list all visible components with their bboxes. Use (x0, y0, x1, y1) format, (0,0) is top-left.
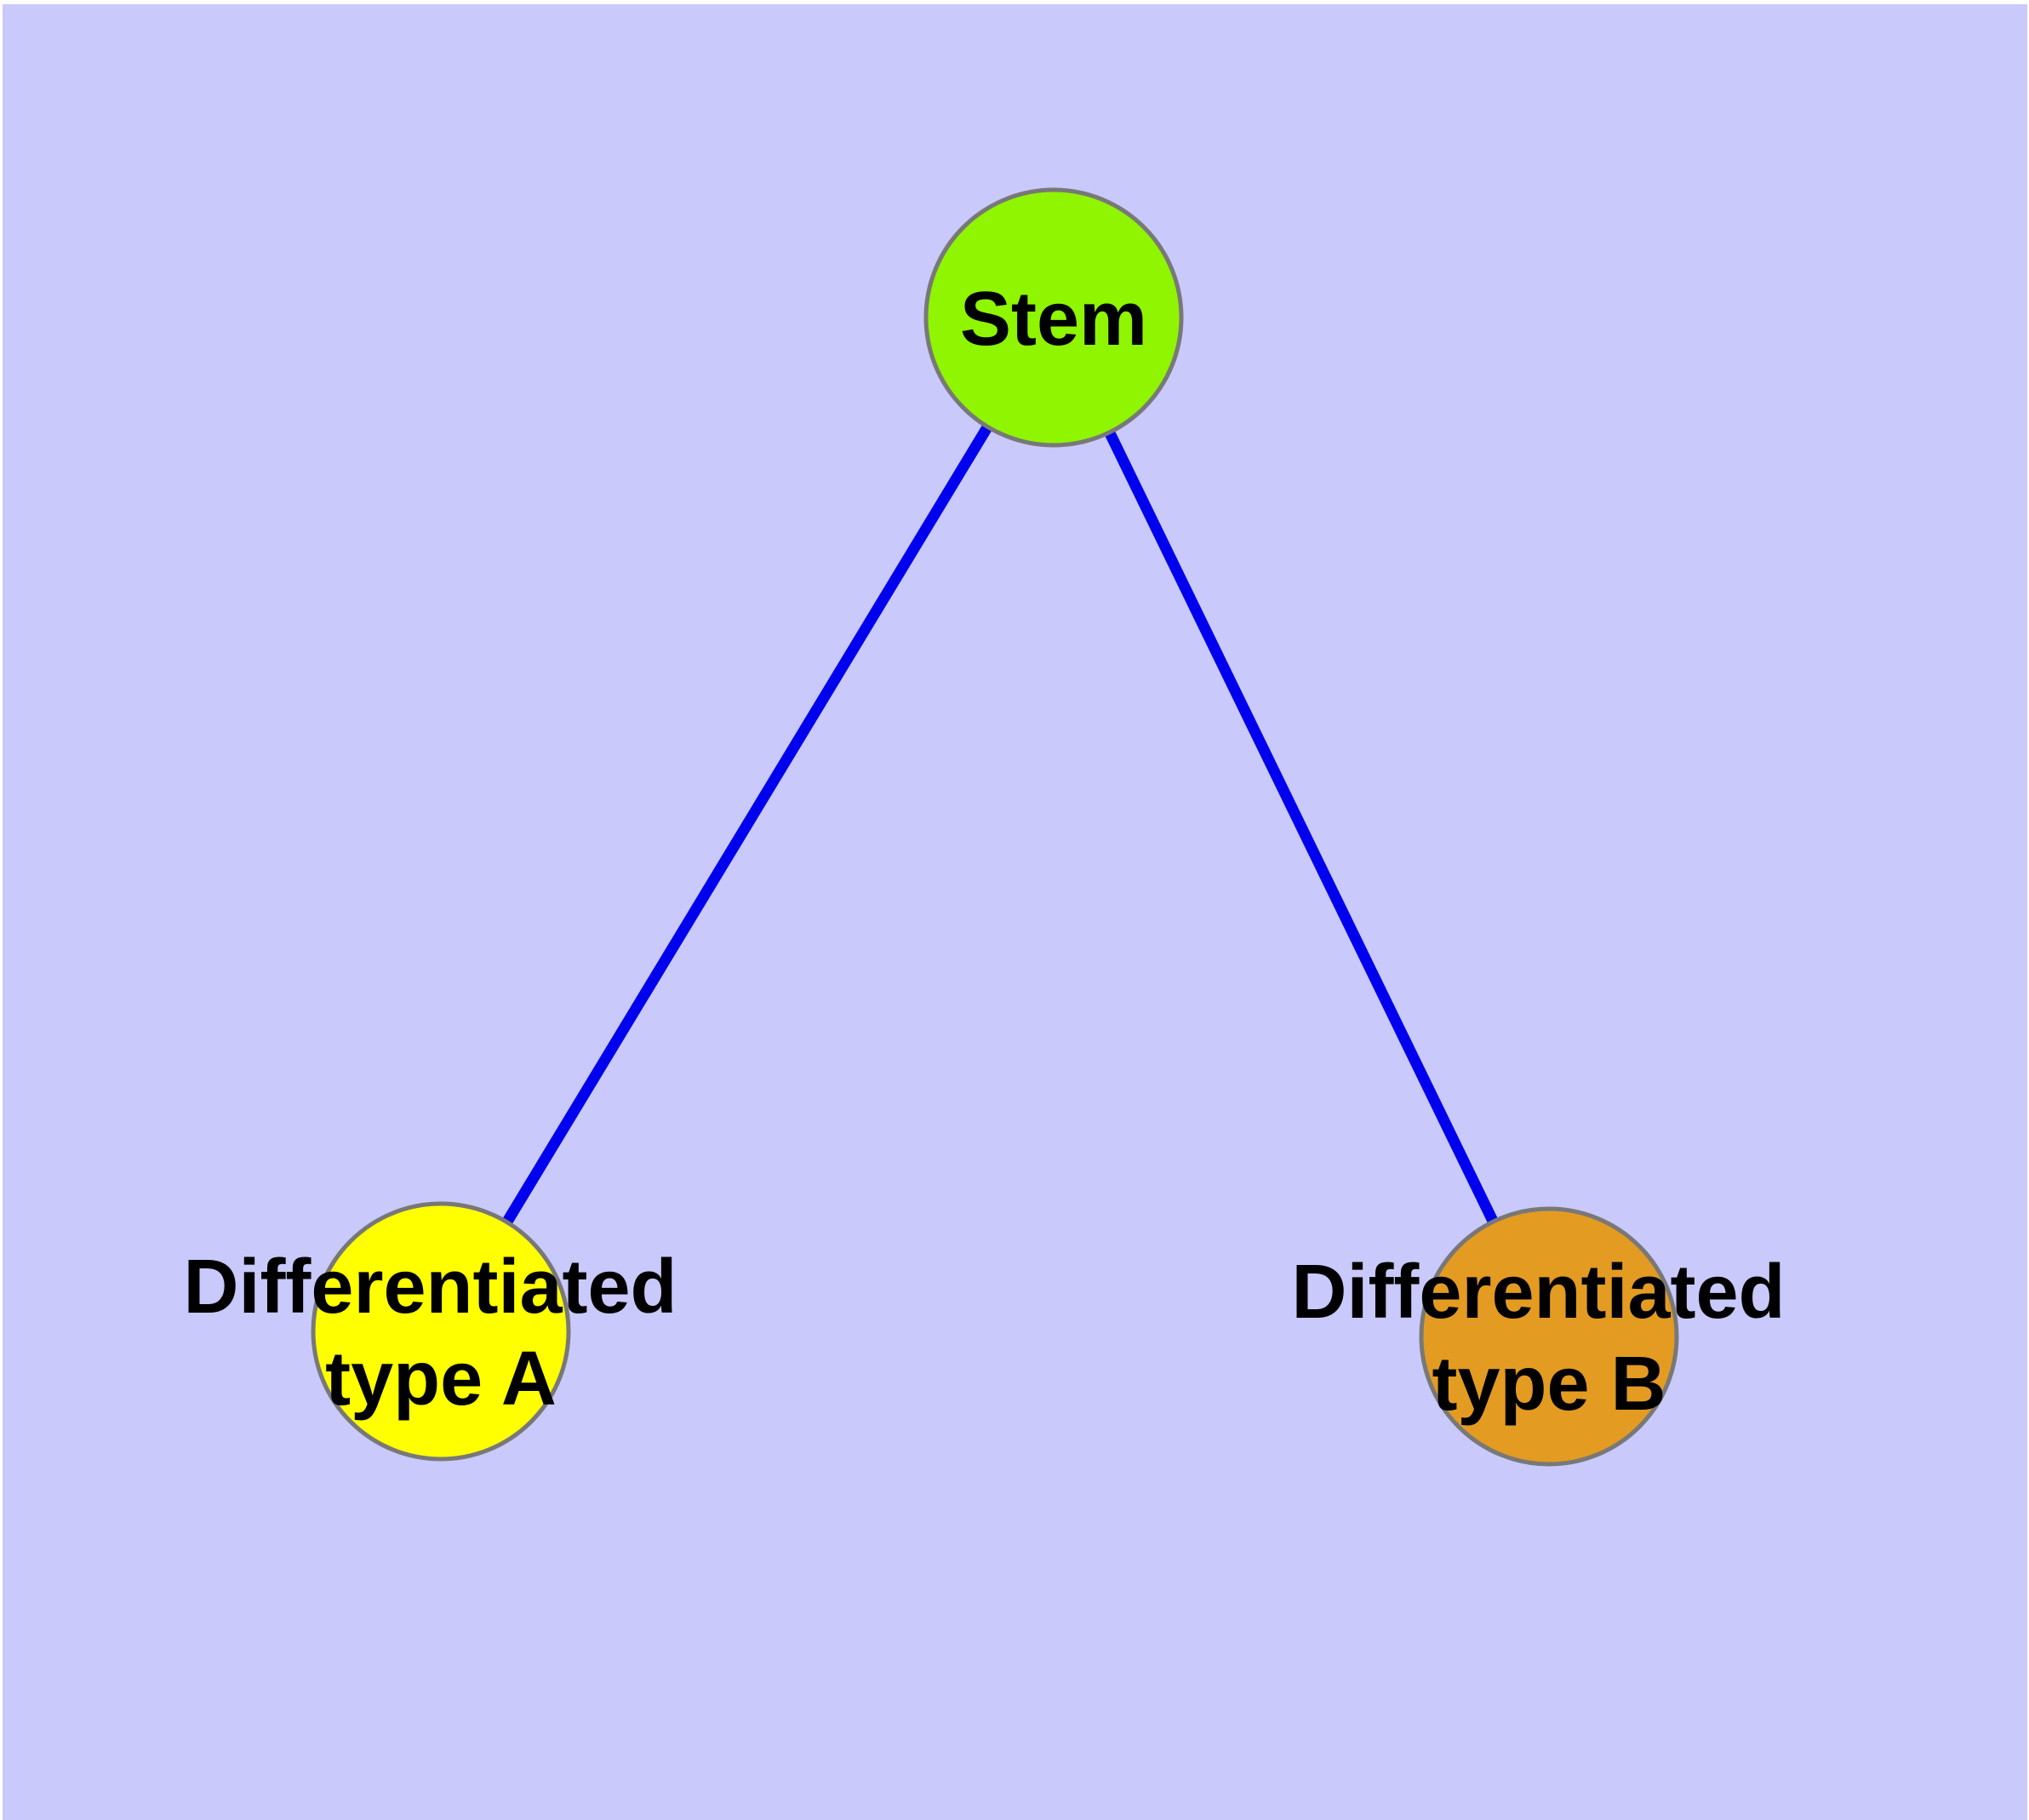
label-line: Differentiated (1291, 1250, 1785, 1335)
node-differentiated-type-b (1419, 1206, 1679, 1467)
label-line: Differentiated (183, 1245, 677, 1330)
node-stem (923, 187, 1184, 448)
node-label-stem: Stem (960, 277, 1147, 362)
label-line: type B (1432, 1342, 1666, 1427)
node-label-differentiated-type-b: Differentiated type B (1291, 1250, 1806, 1427)
label-line: type A (325, 1336, 557, 1422)
edge-stem-to-type-b (1049, 315, 1554, 1339)
node-label-differentiated-type-a: Differentiated type A (183, 1245, 698, 1422)
edge-stem-to-type-a (436, 314, 1059, 1335)
node-differentiated-type-a (311, 1201, 571, 1462)
